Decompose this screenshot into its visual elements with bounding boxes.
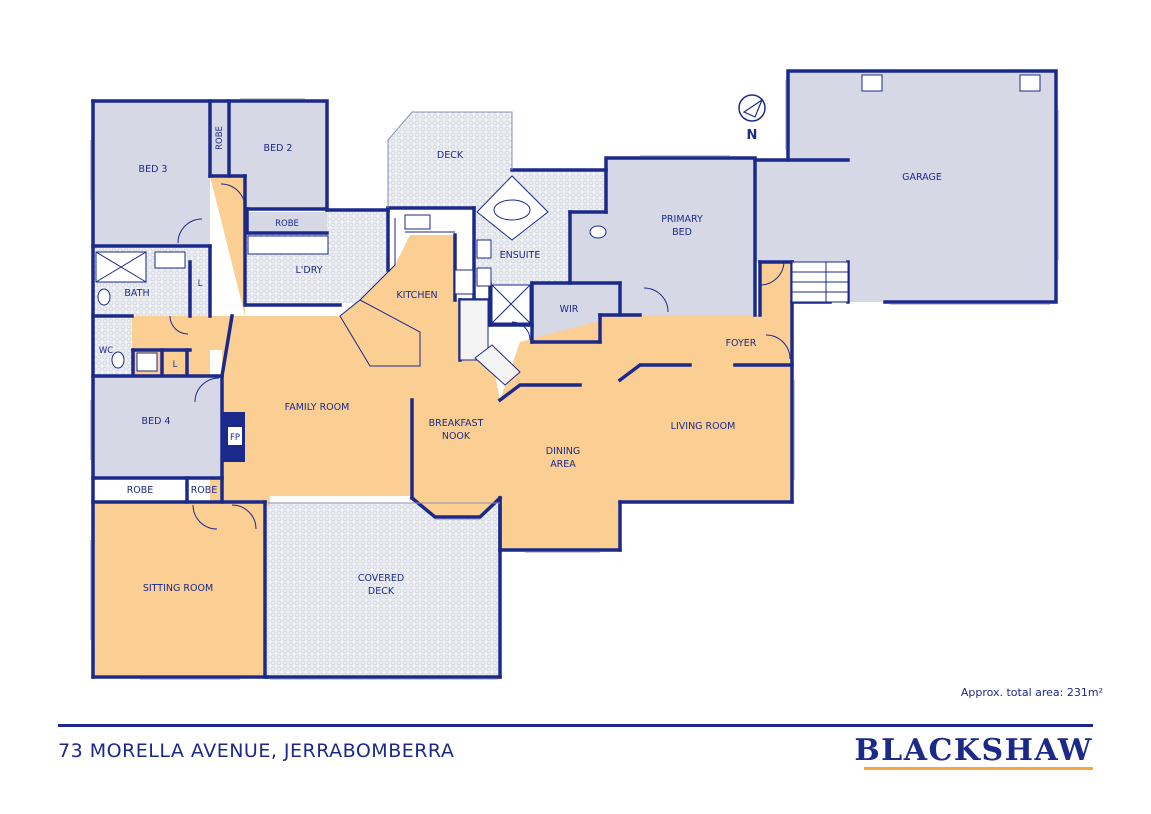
covered-deck-fill	[267, 503, 500, 675]
primary-bed-fill-2	[570, 212, 610, 282]
primary-bed-fill	[606, 158, 755, 315]
label-linen2: L	[173, 360, 178, 370]
laundry-bench	[247, 235, 329, 255]
property-address: 73 MORELLA AVENUE, JERRABOMBERRA	[58, 740, 455, 762]
hall-fill	[132, 176, 245, 375]
label-deck: DECK	[437, 150, 464, 161]
walls	[91, 69, 1058, 679]
compass-icon	[738, 94, 766, 122]
floor-plan: BED 3 BED 2 ROBE ROBE DECK GARAGE ENSUIT…	[90, 69, 1059, 680]
compass-label: N	[747, 128, 758, 143]
fireplace-label-bg	[228, 427, 242, 445]
label-fp: FP	[230, 433, 240, 443]
label-breakfast-2: NOOK	[442, 431, 471, 442]
label-bed3: BED 3	[139, 164, 168, 175]
label-living-room: LIVING ROOM	[671, 421, 736, 432]
sink-icon-ensuite-1	[476, 239, 492, 259]
fixtures	[95, 74, 1041, 530]
brand-logo: BLACKSHAW	[854, 733, 1093, 768]
pantry-angle	[474, 344, 521, 386]
sink-icon-wc	[136, 352, 158, 372]
label-bed4: BED 4	[142, 416, 171, 427]
label-dining-1: DINING	[546, 446, 581, 457]
label-kitchen: KITCHEN	[396, 290, 437, 301]
stove-icon	[454, 269, 474, 295]
sink-icon-bath	[154, 251, 186, 269]
label-wc: WC	[99, 346, 113, 356]
sitting-room-fill	[93, 502, 265, 675]
label-primary-bed-1: PRIMARY	[661, 214, 703, 225]
label-garage: GARAGE	[902, 172, 942, 183]
label-bath: BATH	[124, 288, 149, 299]
laundry-top-fill	[327, 210, 388, 235]
label-foyer: FOYER	[726, 338, 757, 349]
deck-fill	[388, 112, 512, 208]
toilet-icon-ensuite	[589, 225, 607, 239]
kitchen-counter	[359, 218, 396, 301]
garage-post-2	[1019, 74, 1041, 92]
dining-fill	[500, 315, 620, 550]
bathtub-icon-bowl	[493, 199, 531, 221]
robe-bed3-fill	[210, 101, 229, 176]
bed4-fill	[93, 377, 222, 478]
label-breakfast-1: BREAKFAST	[429, 418, 484, 429]
sink-icon-kitchen	[404, 214, 431, 230]
total-area-note: Approx. total area: 231m²	[960, 686, 1103, 699]
nook-fill	[410, 350, 500, 517]
kitchen-bench	[339, 299, 421, 367]
label-bed2: BED 2	[264, 143, 293, 154]
label-laundry: L'DRY	[295, 265, 322, 276]
label-robe-bed3: ROBE	[215, 126, 225, 150]
label-robe-bed4b: ROBE	[191, 485, 218, 496]
toilet-icon-bath	[97, 288, 111, 306]
toilet-icon-wc	[111, 351, 125, 369]
stairs-icon	[791, 261, 849, 303]
label-ensuite: ENSUITE	[500, 250, 541, 261]
brand-underline	[864, 767, 1093, 770]
label-family-room: FAMILY ROOM	[285, 402, 350, 413]
label-sitting-room: SITTING ROOM	[143, 583, 213, 594]
foyer-fill	[600, 315, 792, 365]
label-robe-bed4a: ROBE	[127, 485, 154, 496]
garage-post-1	[861, 74, 883, 92]
label-covered-deck-2: DECK	[368, 586, 395, 597]
label-covered-deck-1: COVERED	[358, 573, 404, 584]
label-linen1: L	[198, 279, 203, 289]
robe-bed2-fill	[247, 212, 327, 233]
label-robe-bed2: ROBE	[275, 219, 299, 229]
fridge-space	[459, 299, 489, 361]
garage-step-fill	[755, 160, 790, 262]
window-lines	[90, 80, 1059, 680]
label-wir: WIR	[560, 304, 579, 315]
footer-divider	[58, 724, 1093, 727]
sink-icon-ensuite-2	[476, 267, 492, 287]
label-primary-bed-2: BED	[672, 227, 692, 238]
label-dining-2: AREA	[550, 459, 576, 470]
